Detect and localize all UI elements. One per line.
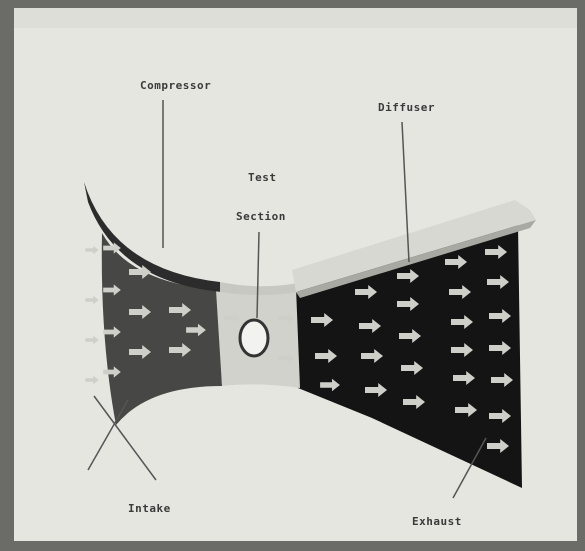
- test-model-icon: [240, 320, 268, 356]
- diffuser-label: Diffuser: [378, 101, 435, 114]
- exhaust-label: Exhaust: [412, 515, 462, 528]
- paper-shadow: [14, 8, 577, 28]
- compressor-label: Compressor: [140, 79, 211, 92]
- test-section-label-line2: Section: [236, 210, 286, 223]
- test-section-label-line1: Test: [248, 171, 277, 184]
- intake-label: Intake: [128, 502, 171, 515]
